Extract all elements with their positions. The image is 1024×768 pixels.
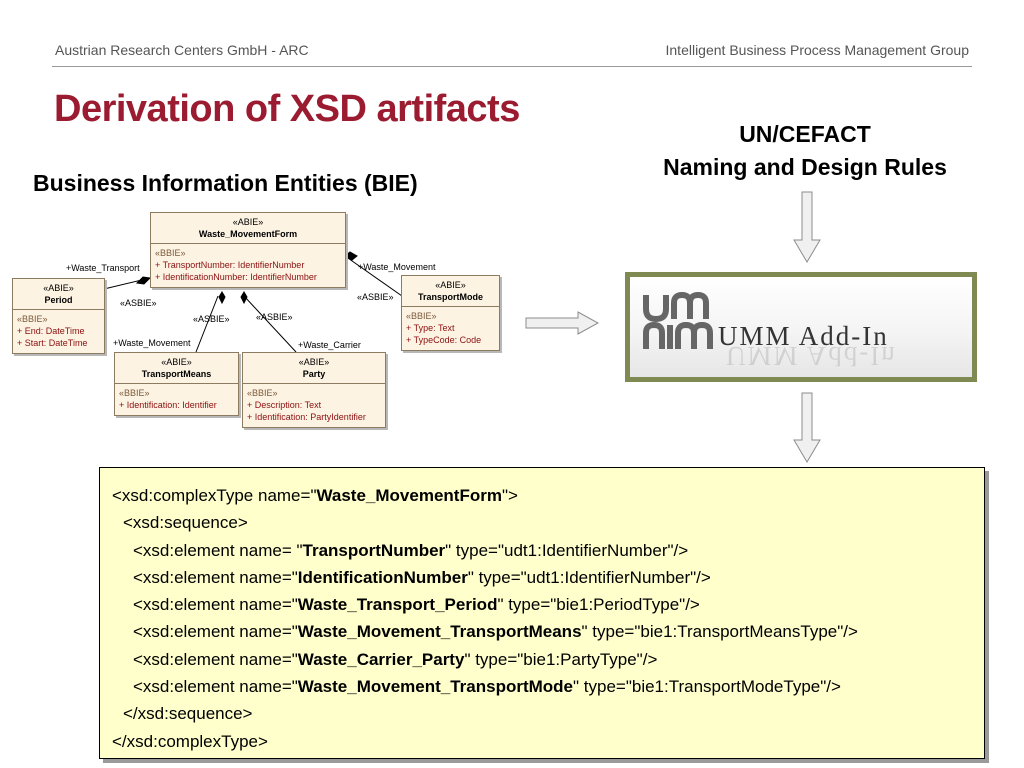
role-label-waste-movement-mode: +Waste_Movement (358, 262, 436, 272)
connector-transport-means (195, 295, 219, 353)
asbie-label-period: «ASBIE» (120, 298, 157, 308)
class-attribute: + Identification: PartyIdentifier (247, 412, 366, 422)
header-right-text: Intelligent Business Process Management … (665, 42, 970, 58)
xsd-line: <xsd:element name="Waste_Movement_Transp… (133, 622, 858, 642)
xsd-line: <xsd:element name="Waste_Carrier_Party" … (133, 649, 658, 669)
attr-stereotype: «BBIE» (119, 388, 150, 398)
aggregation-diamond-means (218, 291, 226, 305)
aggregation-diamond-period (135, 276, 152, 285)
role-label-waste-movement-means: +Waste_Movement (113, 338, 191, 348)
rules-line-1: UN/CEFACT (739, 121, 871, 147)
class-name: TransportMode (417, 292, 483, 302)
logo-wordmark-reflection: UMM Add-In (726, 341, 897, 371)
class-name: Waste_MovementForm (198, 229, 298, 239)
role-label-waste-transport: +Waste_Transport (66, 263, 140, 273)
connector-transport-mode (344, 255, 403, 297)
xsd-line: <xsd:element name= "TransportNumber" typ… (133, 540, 689, 560)
xsd-line: <xsd:sequence> (123, 513, 248, 533)
umm-add-in-logo: UMM Add-In UMM Add-In (625, 272, 977, 382)
xsd-line: </xsd:sequence> (123, 704, 253, 724)
attr-stereotype: «BBIE» (155, 248, 186, 258)
class-attribute: + Start: DateTime (17, 338, 88, 348)
class-attribute: + Identification: Identifier (119, 400, 217, 410)
naming-rules-heading: UN/CEFACT Naming and Design Rules (640, 118, 970, 184)
connector-party (243, 295, 297, 353)
class-name: Party (302, 369, 326, 379)
xsd-line: <xsd:complexType name="Waste_MovementFor… (112, 486, 518, 505)
aggregation-diamond-mode (344, 251, 358, 261)
class-transport-mode: «ABIE» TransportMode «BBIE» + Type: Text… (401, 275, 500, 351)
asbie-label-means: «ASBIE» (193, 314, 230, 324)
attr-stereotype: «BBIE» (406, 311, 437, 321)
xsd-line: </xsd:complexType> (112, 731, 268, 751)
asbie-label-mode: «ASBIE» (357, 292, 394, 302)
class-attribute: + Description: Text (247, 400, 322, 410)
xsd-line: <xsd:element name="IdentificationNumber"… (133, 567, 711, 587)
class-party: «ABIE» Party «BBIE» + Description: Text … (242, 352, 386, 428)
class-name: Period (44, 295, 73, 305)
role-label-waste-carrier: +Waste_Carrier (298, 340, 361, 350)
bie-heading: Business Information Entities (BIE) (33, 170, 418, 196)
class-attribute: + TransportNumber: IdentifierNumber (155, 260, 305, 270)
class-transport-means: «ABIE» TransportMeans «BBIE» + Identific… (114, 352, 239, 416)
xsd-line: <xsd:element name="Waste_Movement_Transp… (133, 677, 841, 697)
class-attribute: + IdentificationNumber: IdentifierNumber (155, 272, 317, 282)
arrow-down-to-xsd (793, 392, 821, 463)
attr-stereotype: «BBIE» (17, 314, 48, 324)
aggregation-diamond-party (240, 291, 248, 305)
arrow-right-to-logo (525, 311, 600, 335)
logo-wordmark: UMM Add-In (718, 321, 889, 351)
arrow-down-from-rules (793, 191, 821, 263)
stereotype: «ABIE» (298, 357, 330, 367)
xsd-line: <xsd:element name="Waste_Transport_Perio… (133, 595, 700, 615)
rules-line-2: Naming and Design Rules (663, 154, 947, 180)
stereotype: «ABIE» (43, 283, 74, 293)
class-name: TransportMeans (141, 369, 212, 379)
slide-title: Derivation of XSD artifacts (54, 88, 520, 130)
class-waste-movement-form: «ABIE» Waste_MovementForm «BBIE» + Trans… (150, 212, 346, 288)
stereotype: «ABIE» (435, 280, 466, 290)
header-divider (52, 66, 972, 67)
asbie-label-party: «ASBIE» (256, 312, 293, 322)
header-left-text: Austrian Research Centers GmbH - ARC (55, 42, 309, 58)
umm-logo-icon (643, 291, 713, 349)
stereotype: «ABIE» (161, 357, 192, 367)
class-period: «ABIE» Period «BBIE» + End: DateTime + S… (12, 278, 105, 354)
class-attribute: + Type: Text (406, 323, 455, 333)
xsd-code-box: <xsd:complexType name="Waste_MovementFor… (99, 467, 985, 759)
class-attribute: + TypeCode: Code (406, 335, 482, 345)
class-attribute: + End: DateTime (17, 326, 85, 336)
attr-stereotype: «BBIE» (247, 388, 278, 398)
stereotype: «ABIE» (232, 217, 264, 227)
